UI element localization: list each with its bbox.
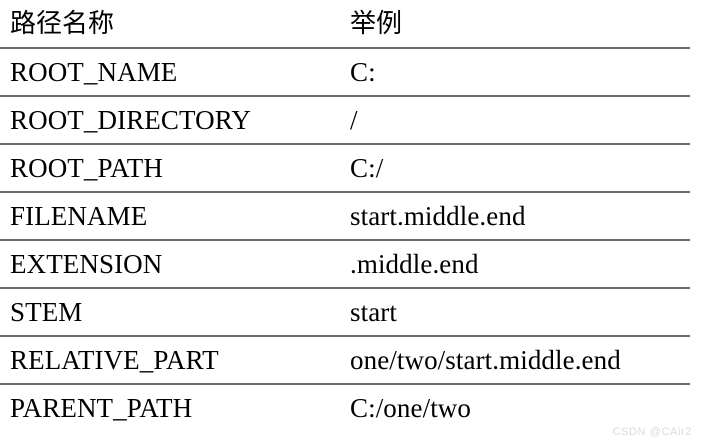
cell-path-name-text: ROOT_DIRECTORY [10, 104, 251, 135]
cell-example: start [340, 288, 690, 336]
cell-path-name-text: RELATIVE_PART [10, 344, 219, 375]
table-row: FILENAME start.middle.end [0, 192, 690, 240]
cell-path-name: EXTENSION [0, 240, 340, 288]
cell-example: start.middle.end [340, 192, 690, 240]
cell-example: C:/one/two [340, 384, 690, 432]
table-row: RELATIVE_PART one/two/start.middle.end [0, 336, 690, 384]
cell-path-name-text: EXTENSION [10, 248, 163, 279]
path-components-table: 路径名称 举例 ROOT_NAME C: ROOT_DIRECTORY [0, 0, 690, 432]
column-header-path-name: 路径名称 [0, 0, 340, 48]
cell-example: .middle.end [340, 240, 690, 288]
cell-example: C:/ [340, 144, 690, 192]
table-row: EXTENSION .middle.end [0, 240, 690, 288]
table-row: PARENT_PATH C:/one/two [0, 384, 690, 432]
table-header-row: 路径名称 举例 [0, 0, 690, 48]
cell-example-text: start [350, 296, 397, 327]
cell-example: C: [340, 48, 690, 96]
table-row: ROOT_DIRECTORY / [0, 96, 690, 144]
table-body: ROOT_NAME C: ROOT_DIRECTORY / ROOT_PATH [0, 48, 690, 432]
cell-example-text: .middle.end [350, 248, 479, 279]
column-header-path-name-label: 路径名称 [10, 7, 115, 38]
cell-path-name-text: ROOT_PATH [10, 152, 163, 183]
cell-path-name: ROOT_NAME [0, 48, 340, 96]
cell-path-name: PARENT_PATH [0, 384, 340, 432]
cell-path-name: FILENAME [0, 192, 340, 240]
cell-path-name-text: ROOT_NAME [10, 56, 178, 87]
cell-path-name: RELATIVE_PART [0, 336, 340, 384]
table-row: STEM start [0, 288, 690, 336]
table-row: ROOT_PATH C:/ [0, 144, 690, 192]
cell-example-text: C:/ [350, 152, 384, 183]
column-header-example: 举例 [340, 0, 690, 48]
cell-path-name-text: STEM [10, 296, 83, 327]
column-header-example-label: 举例 [350, 7, 403, 38]
cell-path-name-text: PARENT_PATH [10, 393, 193, 423]
cell-example-text: start.middle.end [350, 200, 526, 231]
cell-path-name: ROOT_PATH [0, 144, 340, 192]
cell-example: one/two/start.middle.end [340, 336, 690, 384]
table-header: 路径名称 举例 [0, 0, 690, 48]
cell-example-text: C:/one/two [350, 393, 471, 423]
table-row: ROOT_NAME C: [0, 48, 690, 96]
cell-example: / [340, 96, 690, 144]
cell-path-name-text: FILENAME [10, 200, 148, 231]
cell-example-text: one/two/start.middle.end [350, 344, 621, 375]
cell-example-text: C: [350, 56, 376, 87]
cell-example-text: / [350, 104, 358, 135]
cell-path-name: STEM [0, 288, 340, 336]
cell-path-name: ROOT_DIRECTORY [0, 96, 340, 144]
